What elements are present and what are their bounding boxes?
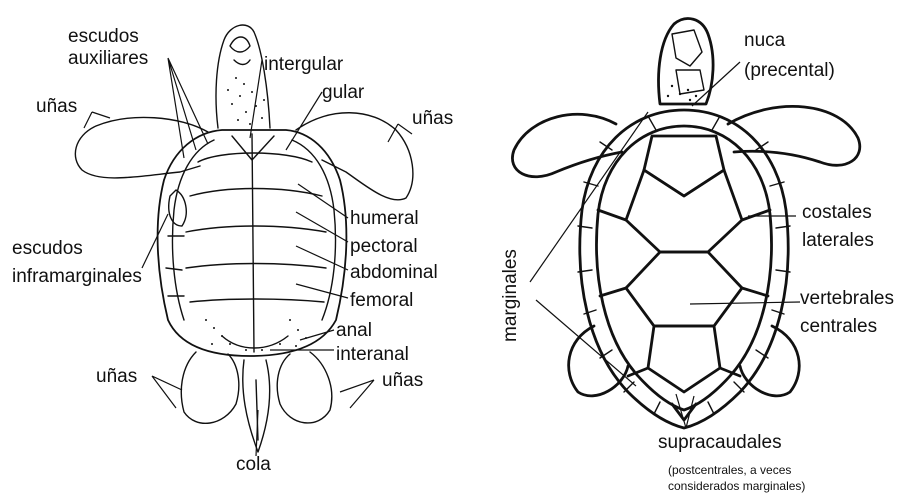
label-abdominal: abdominal <box>350 262 438 283</box>
label-vertebrales-1: vertebrales <box>800 288 894 309</box>
label-supracaudales-note-2: considerados marginales) <box>668 479 805 493</box>
label-costales-2: laterales <box>802 230 874 251</box>
label-femoral: femoral <box>350 290 413 311</box>
label-vertebrales-2: centrales <box>800 316 877 337</box>
label-anal: anal <box>336 320 372 341</box>
label-escudos-auxiliares-1: escudos <box>68 26 139 47</box>
label-escudos-auxiliares-2: auxiliares <box>68 48 148 69</box>
label-unas-bottom-right: uñas <box>382 370 423 391</box>
label-escudos-inframarginales-1: escudos <box>12 238 83 259</box>
label-supracaudales-note-1: (postcentrales, a veces <box>668 463 791 477</box>
label-pectoral: pectoral <box>350 236 418 257</box>
label-intergular: intergular <box>264 54 344 75</box>
label-gular: gular <box>322 82 365 103</box>
label-marginales: marginales <box>500 249 521 342</box>
label-nuca-1: nuca <box>744 30 786 51</box>
label-nuca-2: (precental) <box>744 60 835 81</box>
label-humeral: humeral <box>350 208 419 229</box>
label-unas-bottom-left: uñas <box>96 366 137 387</box>
label-unas-top-right: uñas <box>412 108 453 129</box>
label-escudos-inframarginales-2: inframarginales <box>12 266 142 287</box>
label-unas-top-left: uñas <box>36 96 77 117</box>
label-interanal: interanal <box>336 344 409 365</box>
label-cola: cola <box>236 454 271 475</box>
label-supracaudales: supracaudales <box>658 432 782 453</box>
label-costales-1: costales <box>802 202 872 223</box>
